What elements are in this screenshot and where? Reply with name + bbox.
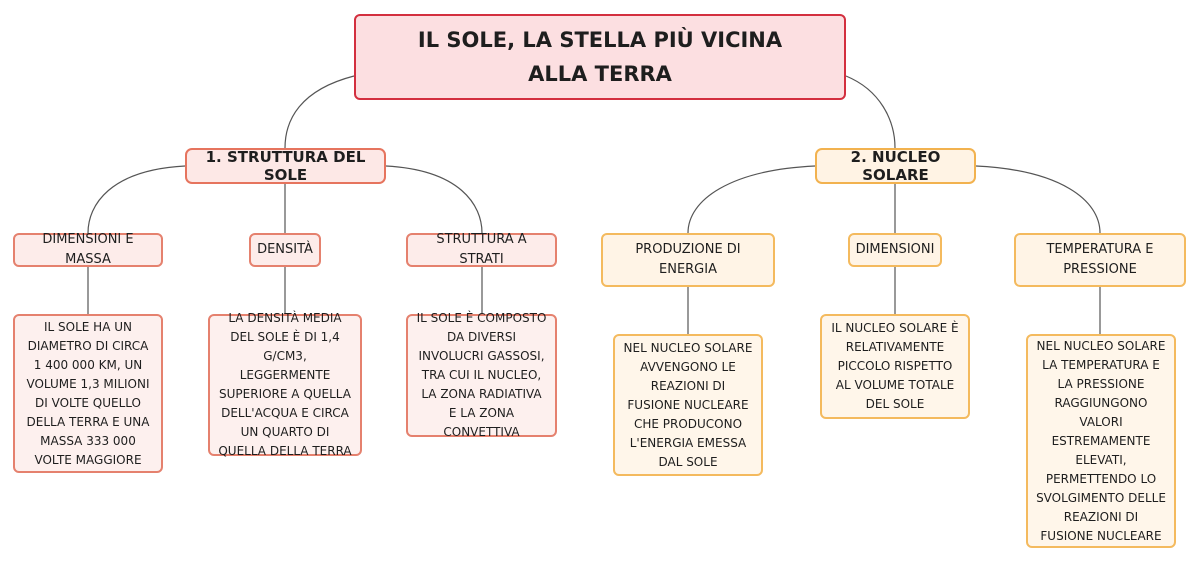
topic-title: TEMPERATURA E PRESSIONE [1046, 242, 1154, 277]
detail-text: NEL NUCLEO SOLARE AVVENGONO LE REAZIONI … [623, 340, 753, 469]
topic-temperatura-e-pressione[interactable]: TEMPERATURA E PRESSIONE [1014, 233, 1186, 287]
topic-densita[interactable]: DENSITÀ [249, 233, 321, 267]
connector-root-branch2 [845, 75, 896, 149]
detail-dimensioni-e-massa[interactable]: IL SOLE HA UN DIAMETRO DI CIRCA 1 400 00… [13, 314, 163, 473]
topic-title: PRODUZIONE DI ENERGIA [635, 242, 741, 277]
branch-nucleo-solare[interactable]: 2. NUCLEO SOLARE [815, 148, 976, 184]
root-topic[interactable]: IL SOLE, LA STELLA PIÙ VICINA ALLA TERRA [354, 14, 846, 100]
connector-branch1-cat1 [87, 165, 186, 234]
detail-text: IL SOLE HA UN DIAMETRO DI CIRCA 1 400 00… [26, 319, 150, 467]
detail-text: NEL NUCLEO SOLARE LA TEMPERATURA E LA PR… [1036, 338, 1166, 543]
detail-densita[interactable]: LA DENSITÀ MEDIA DEL SOLE È DI 1,4 G/CM3… [208, 311, 362, 458]
connector-branch2-cat1 [687, 165, 816, 234]
branch-title: 1. STRUTTURA DEL SOLE [205, 148, 366, 184]
detail-temperatura-e-pressione[interactable]: NEL NUCLEO SOLARE LA TEMPERATURA E LA PR… [1026, 334, 1176, 548]
topic-title: DIMENSIONI E MASSA [42, 232, 134, 267]
detail-dimensioni[interactable]: IL NUCLEO SOLARE È RELATIVAMENTE PICCOLO… [820, 314, 970, 419]
root-topic-title: IL SOLE, LA STELLA PIÙ VICINA ALLA TERRA [417, 28, 783, 86]
topic-title: DIMENSIONI [855, 242, 935, 257]
detail-struttura-a-strati[interactable]: IL SOLE È COMPOSTO DA DIVERSI INVOLUCRI … [406, 311, 557, 439]
branch-struttura-del-sole[interactable]: 1. STRUTTURA DEL SOLE [185, 148, 386, 184]
connector-branch2-cat3 [975, 165, 1101, 234]
topic-title: STRUTTURA A STRATI [436, 232, 527, 267]
topic-dimensioni-e-massa[interactable]: DIMENSIONI E MASSA [13, 232, 163, 267]
branch-title: 2. NUCLEO SOLARE [850, 148, 941, 184]
topic-produzione-di-energia[interactable]: PRODUZIONE DI ENERGIA [601, 233, 775, 287]
topic-dimensioni[interactable]: DIMENSIONI [848, 233, 942, 267]
connector-branch1-cat3 [385, 165, 483, 234]
detail-text: IL NUCLEO SOLARE È RELATIVAMENTE PICCOLO… [831, 321, 959, 411]
detail-text: LA DENSITÀ MEDIA DEL SOLE È DI 1,4 G/CM3… [218, 311, 352, 458]
topic-title: DENSITÀ [257, 242, 313, 257]
detail-text: IL SOLE È COMPOSTO DA DIVERSI INVOLUCRI … [416, 311, 547, 439]
connector-root-branch1 [284, 75, 355, 149]
detail-produzione-di-energia[interactable]: NEL NUCLEO SOLARE AVVENGONO LE REAZIONI … [613, 334, 763, 476]
topic-struttura-a-strati[interactable]: STRUTTURA A STRATI [406, 232, 557, 267]
